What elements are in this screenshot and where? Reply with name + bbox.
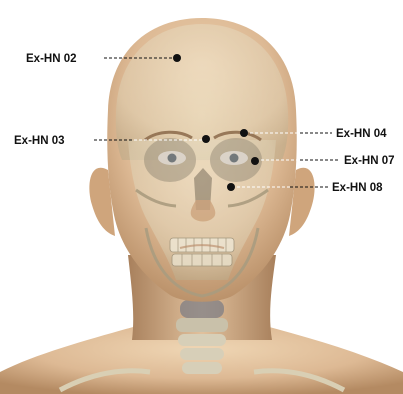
teeth: [170, 238, 234, 266]
label-ex-hn-03: Ex-HN 03: [14, 135, 65, 147]
label-ex-hn-07: Ex-HN 07: [344, 155, 395, 167]
label-ex-hn-04: Ex-HN 04: [336, 128, 387, 140]
label-ex-hn-08: Ex-HN 08: [332, 182, 383, 194]
label-ex-hn-02: Ex-HN 02: [26, 53, 77, 65]
